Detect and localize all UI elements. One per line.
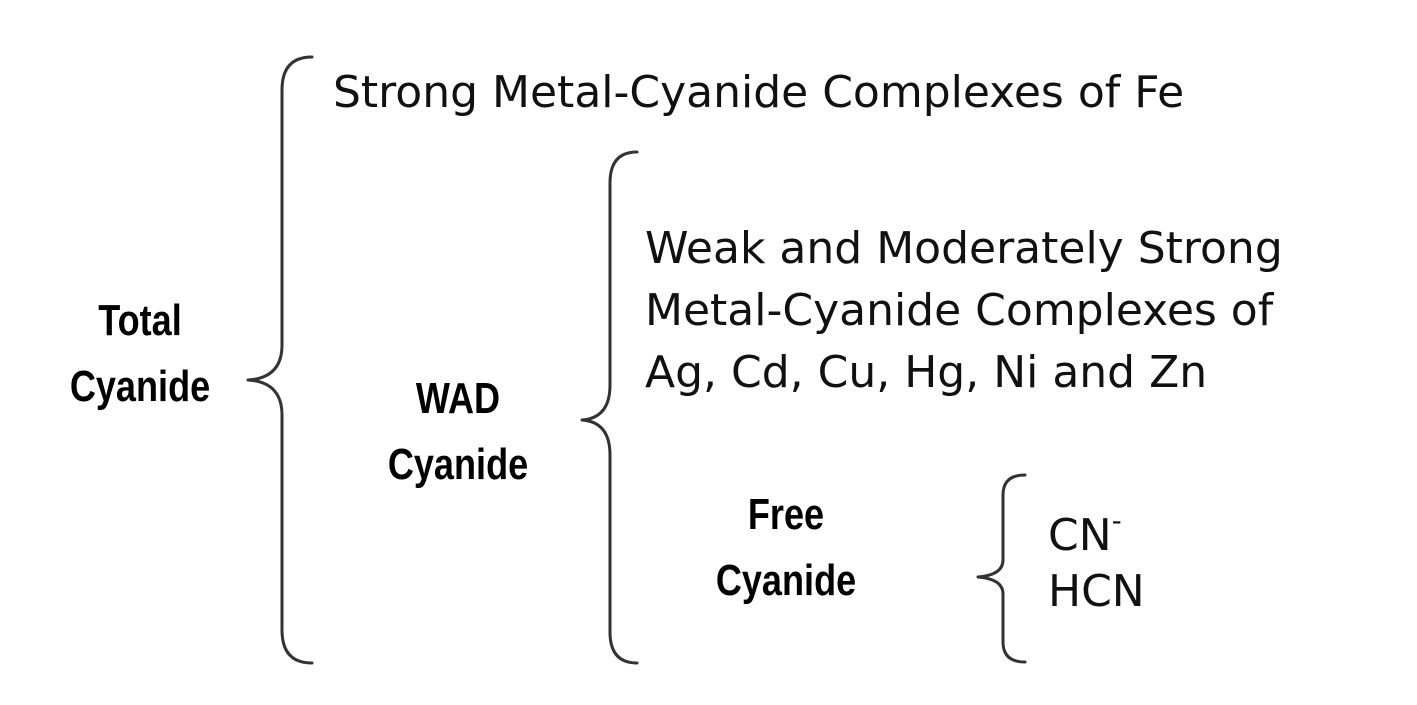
strong-complexes-line: Strong Metal-Cyanide Complexes of Fe [333,67,1185,118]
free-cyanide-label-line2: Cyanide [715,556,857,605]
strong-complexes-text: Strong Metal-Cyanide Complexes of Fe [333,62,1184,124]
species-cyanide-ion: CN- [1048,507,1145,564]
wad-complexes-text: Weak and Moderately Strong Metal-Cyanide… [645,218,1283,404]
free-cyanide-species: CN- HCN [1048,507,1145,620]
total-cyanide-label-line1: Total [98,296,182,345]
free-cyanide-brace [976,473,1027,664]
total-cyanide-brace [246,55,314,665]
wad-complexes-line1: Weak and Moderately Strong [645,223,1283,274]
wad-cyanide-label-line1: WAD [415,374,501,423]
wad-cyanide-brace [580,150,639,665]
total-cyanide-label-line2: Cyanide [69,362,211,411]
species-hydrogen-cyanide: HCN [1048,566,1145,617]
species-cyanide-ion-formula: CN [1048,510,1112,561]
wad-cyanide-label: WAD Cyanide [360,366,557,498]
wad-complexes-line2: Metal-Cyanide Complexes of [645,285,1274,336]
species-cyanide-ion-charge: - [1111,504,1122,538]
wad-complexes-line3: Ag, Cd, Cu, Hg, Ni and Zn [645,347,1208,398]
wad-cyanide-label-line2: Cyanide [387,440,529,489]
free-cyanide-label: Free Cyanide [696,482,876,614]
total-cyanide-label: Total Cyanide [42,288,239,420]
free-cyanide-label-line1: Free [747,490,825,539]
